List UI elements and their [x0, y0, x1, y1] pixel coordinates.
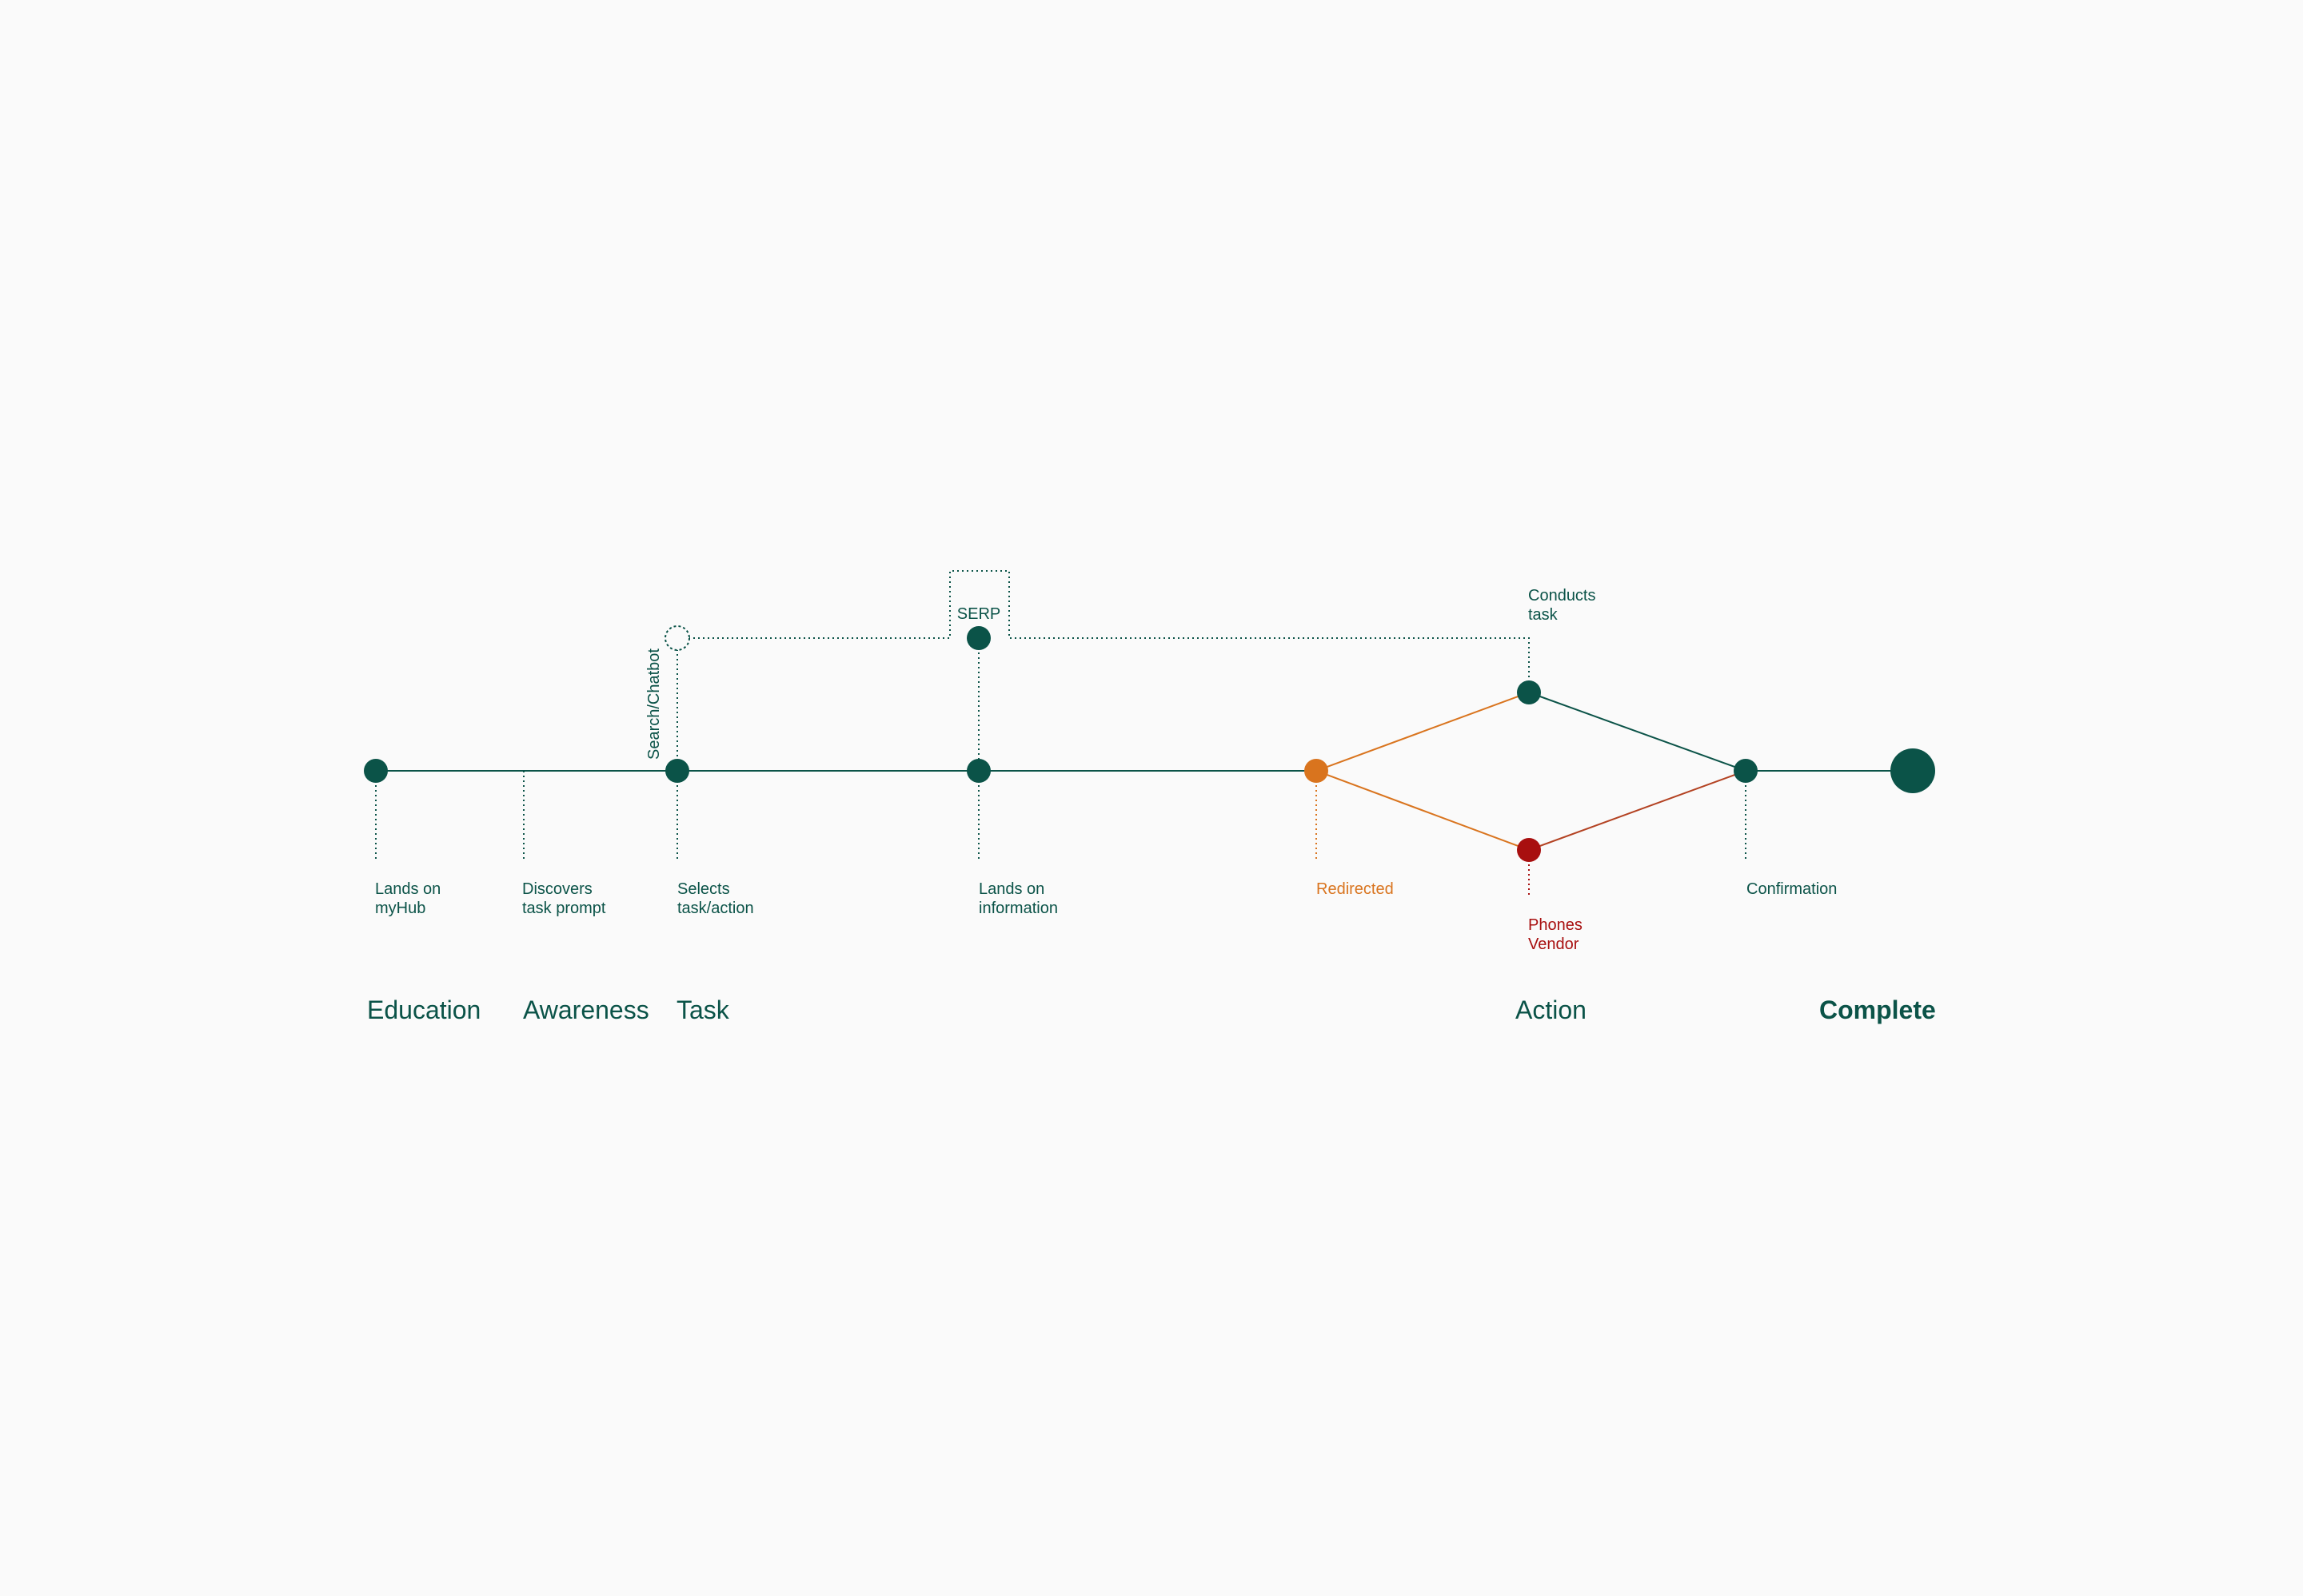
branch-redirected-to-conducts [1315, 692, 1530, 772]
label-search-chatbot: Search/Chatbot [645, 648, 663, 760]
node-serp [967, 626, 991, 650]
label-discovers-task-prompt: Discovers task prompt [522, 880, 606, 917]
node-lands-on-information [967, 759, 991, 783]
node-lands-on-myhub [364, 759, 388, 783]
label-lands-on-myhub: Lands on myHub [375, 880, 445, 917]
label-lands-on-information: Lands on information [979, 880, 1058, 917]
stage-awareness: Awareness [523, 996, 649, 1024]
branch-conducts-to-confirmation [1528, 692, 1746, 772]
label-conducts-task: Conducts task [1528, 587, 1600, 624]
search-path-dotted [677, 570, 1530, 771]
stage-complete: Complete [1819, 996, 1936, 1024]
node-selects [665, 759, 689, 783]
node-complete [1890, 748, 1935, 793]
label-redirected: Redirected [1316, 880, 1394, 898]
node-phones-vendor [1517, 838, 1541, 862]
label-phones-vendor: Phones Vendor [1528, 916, 1587, 953]
node-redirected [1304, 759, 1328, 783]
label-confirmation: Confirmation [1746, 880, 1837, 898]
stage-action: Action [1515, 996, 1587, 1024]
node-search-chatbot [665, 625, 690, 651]
stage-task: Task [677, 996, 730, 1024]
label-selects-task-action: Selects task/action [677, 880, 754, 917]
label-serp: SERP [957, 605, 1000, 623]
branch-phones-to-confirmation [1528, 770, 1746, 851]
node-conducts-task [1517, 680, 1541, 704]
node-confirmation [1734, 759, 1758, 783]
stage-education: Education [367, 996, 481, 1024]
branch-redirected-to-phones [1315, 770, 1530, 851]
